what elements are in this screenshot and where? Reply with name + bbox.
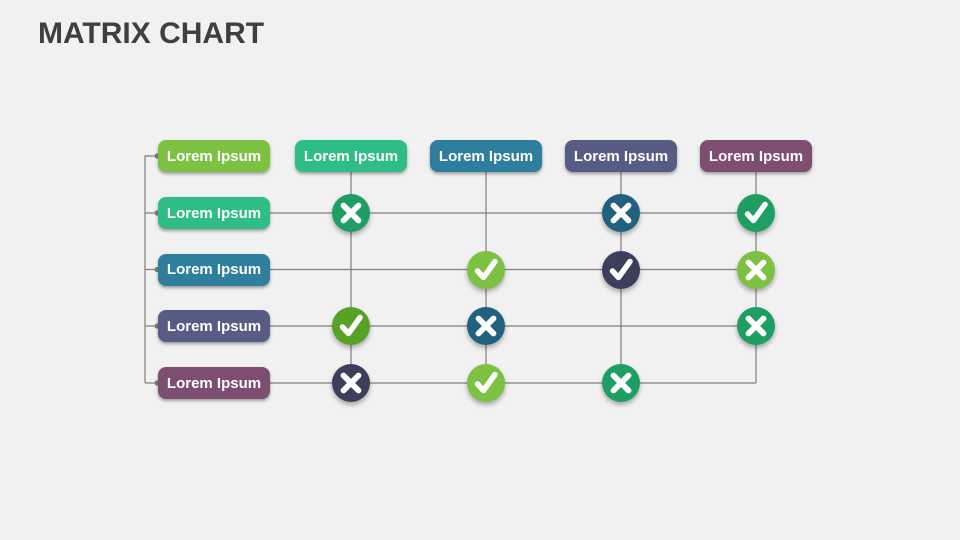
cross-icon — [610, 372, 632, 394]
matrix-cell-check — [467, 364, 505, 402]
matrix-cell-cross — [737, 307, 775, 345]
row-header-1-label: Lorem Ipsum — [166, 204, 262, 222]
column-header-2: Lorem Ipsum — [430, 140, 542, 172]
column-header-4: Lorem Ipsum — [700, 140, 812, 172]
matrix-cell-cross — [467, 307, 505, 345]
cross-icon — [475, 315, 497, 337]
row-header-2: Lorem Ipsum — [158, 253, 270, 286]
matrix-top-box: Lorem Ipsum — [158, 140, 270, 172]
row-header-1: Lorem Ipsum — [158, 197, 270, 229]
matrix-cell-check — [467, 250, 505, 289]
check-icon — [339, 314, 363, 337]
matrix-top-box-label: Lorem Ipsum — [166, 147, 262, 165]
row-header-3-label: Lorem Ipsum — [166, 317, 262, 335]
cross-icon — [340, 372, 362, 394]
cross-icon — [745, 259, 767, 280]
matrix-cell-cross — [332, 364, 370, 402]
check-icon — [609, 258, 633, 280]
row-header-4: Lorem Ipsum — [158, 367, 270, 399]
column-header-3-label: Lorem Ipsum — [573, 147, 669, 165]
row-header-3: Lorem Ipsum — [158, 310, 270, 342]
page-title: MATRIX CHART — [38, 17, 265, 50]
row-header-4-label: Lorem Ipsum — [166, 374, 262, 392]
check-icon — [474, 258, 498, 280]
check-icon — [744, 201, 768, 224]
cross-icon — [610, 202, 632, 224]
matrix-cell-cross — [602, 194, 640, 232]
matrix-cell-cross — [332, 194, 370, 232]
cross-icon — [340, 202, 362, 224]
column-header-2-label: Lorem Ipsum — [438, 147, 534, 165]
cross-icon — [745, 315, 767, 337]
matrix-cell-check — [602, 250, 640, 289]
matrix-cell-cross — [602, 364, 640, 402]
matrix-cell-check — [737, 194, 775, 232]
column-header-1: Lorem Ipsum — [295, 140, 407, 172]
check-icon — [474, 371, 498, 394]
column-header-1-label: Lorem Ipsum — [303, 147, 399, 165]
row-header-2-label: Lorem Ipsum — [166, 261, 262, 278]
column-header-3: Lorem Ipsum — [565, 140, 677, 172]
column-header-4-label: Lorem Ipsum — [708, 147, 804, 165]
matrix-cell-check — [332, 307, 370, 345]
matrix-cell-cross — [737, 250, 775, 289]
